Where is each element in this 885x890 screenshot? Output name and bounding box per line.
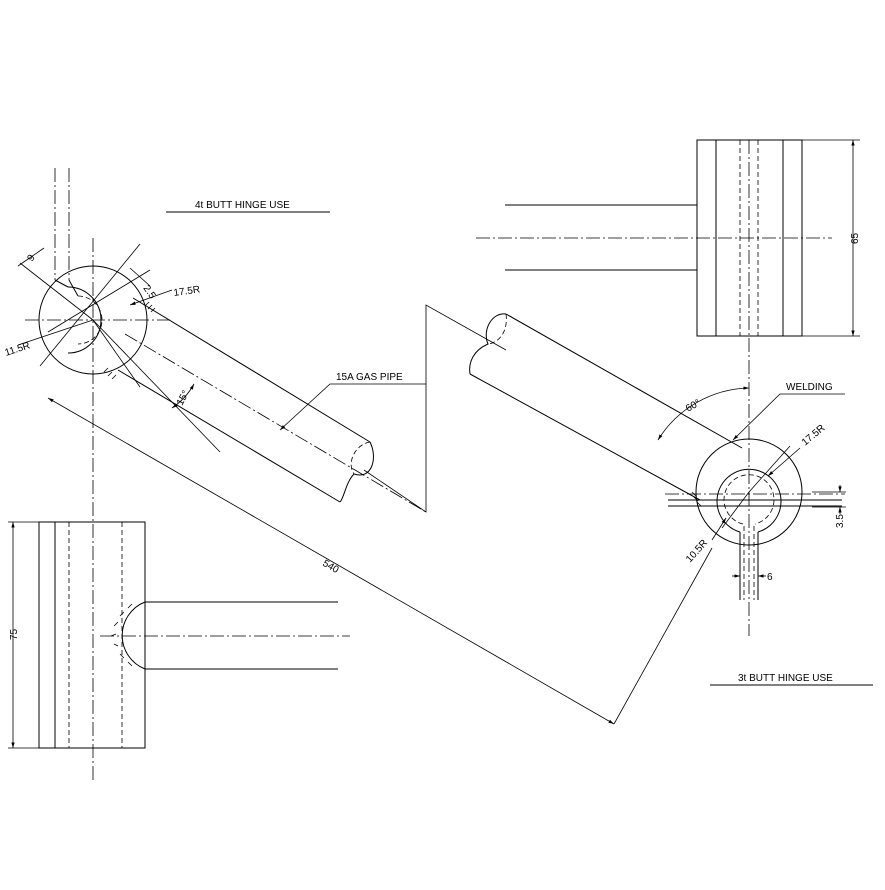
gas-pipe-left-segment	[117, 297, 427, 513]
left-inner-knuckle	[67, 286, 102, 354]
pipe-right-top-edge	[505, 313, 743, 449]
dim-3-5-text: 3.5	[835, 514, 846, 528]
right-outer-circle	[695, 438, 803, 546]
angle-60-text: 60°	[684, 398, 703, 415]
pipe-right-break-hidden	[487, 313, 507, 345]
right-hinge-side-view: 65	[476, 139, 861, 337]
r-17-5-left-text: 17.5R	[173, 284, 201, 299]
r-17-5-right-text: 17.5R	[800, 423, 828, 449]
pipe-left-bottom-edge	[117, 369, 341, 503]
pipe-left-break	[339, 441, 374, 503]
hinge-3t-label: 3t BUTT HINGE USE	[738, 673, 833, 684]
pipe-right-bottom-edge	[469, 373, 701, 501]
right-radial-1	[721, 491, 750, 529]
dim-6-text: 6	[767, 572, 773, 583]
r-11-5-text: 11.5R	[4, 340, 32, 358]
dim-540-text: 540	[321, 558, 341, 576]
dim-9-line	[17, 247, 45, 267]
left-radial-1	[19, 262, 94, 321]
left-hinge-top-view: 9 2.5 17.5R 11.5R	[4, 168, 221, 780]
right-weld-mark	[691, 491, 702, 507]
dim-540-extension	[613, 547, 713, 725]
right-inner-hidden	[723, 474, 775, 525]
welding-label: WELDING	[786, 382, 833, 393]
r-10-5-text: 10.5R	[684, 538, 710, 565]
left-hinge-side-view: 75	[8, 521, 350, 749]
left-radial-3	[47, 269, 151, 333]
left-knuckle-edge-a	[54, 279, 69, 288]
dim-75-text: 75	[9, 628, 20, 640]
pipe-left-centerline	[124, 333, 427, 513]
left-radial-5	[92, 319, 141, 388]
dim-9-text: 9	[25, 252, 37, 263]
r-17-5-left-leader	[129, 289, 173, 306]
angle-60-arc	[657, 386, 750, 441]
left-weld-mark-bottom	[103, 367, 117, 380]
right-radial-2	[748, 445, 791, 493]
pipe-break-symbol	[363, 304, 507, 513]
gas-pipe-leader	[279, 383, 426, 431]
dim-2-5-line	[129, 267, 151, 287]
left-side-pipe-end-arc	[121, 601, 146, 670]
dim-540-line	[47, 397, 615, 725]
pipe-right-break	[469, 313, 507, 375]
left-inner-hidden	[77, 295, 103, 345]
gas-pipe-label: 15A GAS PIPE	[336, 372, 403, 383]
welding-leader	[732, 393, 845, 441]
left-radial-2	[39, 243, 141, 367]
left-knuckle-edge-b	[68, 279, 79, 297]
hinge-4t-label: 4t BUTT HINGE USE	[195, 200, 290, 211]
left-side-rect	[38, 521, 146, 749]
left-outer-circle	[38, 265, 148, 375]
dim-65-text: 65	[850, 232, 861, 244]
left-radial-6	[17, 319, 94, 346]
left-side-weld-marks	[110, 603, 133, 667]
right-inner-knuckle	[716, 468, 782, 533]
r-10-5-leader	[711, 517, 727, 541]
r-17-5-right-leader	[767, 447, 801, 477]
pipe-left-top-edge	[132, 297, 371, 443]
